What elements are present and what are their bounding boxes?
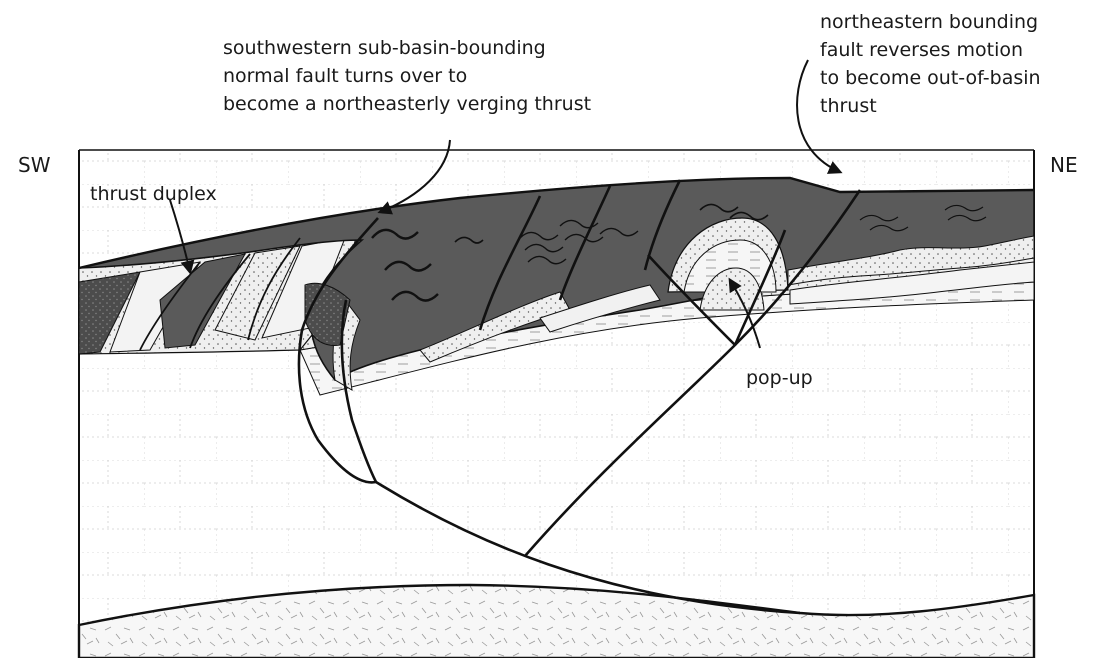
thrust-duplex-label: thrust duplex <box>90 183 217 205</box>
ne-fault-note-line-4: thrust <box>820 95 877 117</box>
ne-fault-note-line-3: to become out-of-basin <box>820 67 1041 89</box>
sw-fault-note-line-2: normal fault turns over to <box>223 65 467 87</box>
orientation-left-label: SW <box>18 153 51 177</box>
ne-fault-note-line-1: northeastern bounding <box>820 11 1038 33</box>
sw-fault-note-line-1: southwestern sub-basin-bounding <box>223 37 546 59</box>
ne-fault-note-line-2: fault reverses motion <box>820 39 1023 61</box>
pop-up-label: pop-up <box>746 367 813 389</box>
orientation-right-label: NE <box>1050 153 1078 177</box>
sw-fault-note-line-3: become a northeasterly verging thrust <box>223 93 591 115</box>
